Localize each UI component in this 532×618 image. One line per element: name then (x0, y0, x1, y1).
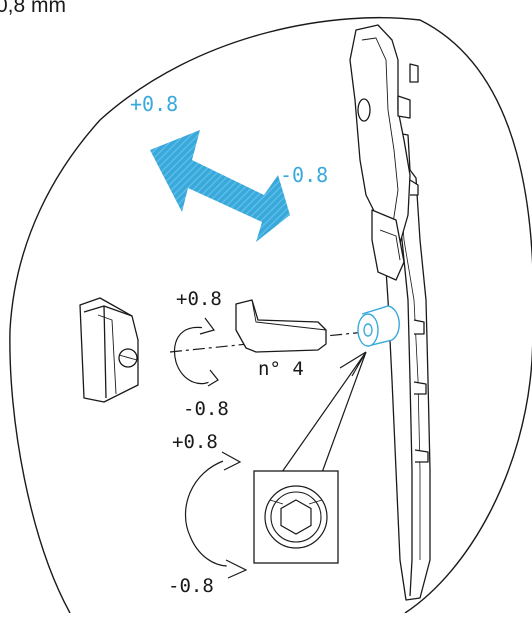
hex-key-tool (235, 299, 327, 353)
rotation-label-plus: +0.8 (176, 288, 222, 310)
lower-rotation-arc (184, 451, 248, 579)
hinge-assembly (349, 24, 431, 601)
rotation-label-minus: -0.8 (183, 398, 229, 420)
hex-socket-detail (253, 470, 339, 564)
lower-label-minus: -0.8 (168, 575, 214, 597)
hinge-arm (349, 24, 411, 251)
adjustment-screw (357, 305, 400, 347)
zoom-circle-outline (9, 16, 532, 614)
detail-pointer (281, 351, 367, 479)
arrow-label-plus: +0.8 (130, 92, 178, 116)
hex-key-size-label: n° 4 (258, 358, 304, 380)
hinge-plate (79, 297, 139, 403)
arrow-label-minus: -0.8 (280, 163, 328, 187)
adjustment-direction-arrow (150, 130, 290, 242)
lower-label-plus: +0.8 (172, 431, 218, 453)
header-measurement: 0,8 mm (0, 0, 66, 17)
